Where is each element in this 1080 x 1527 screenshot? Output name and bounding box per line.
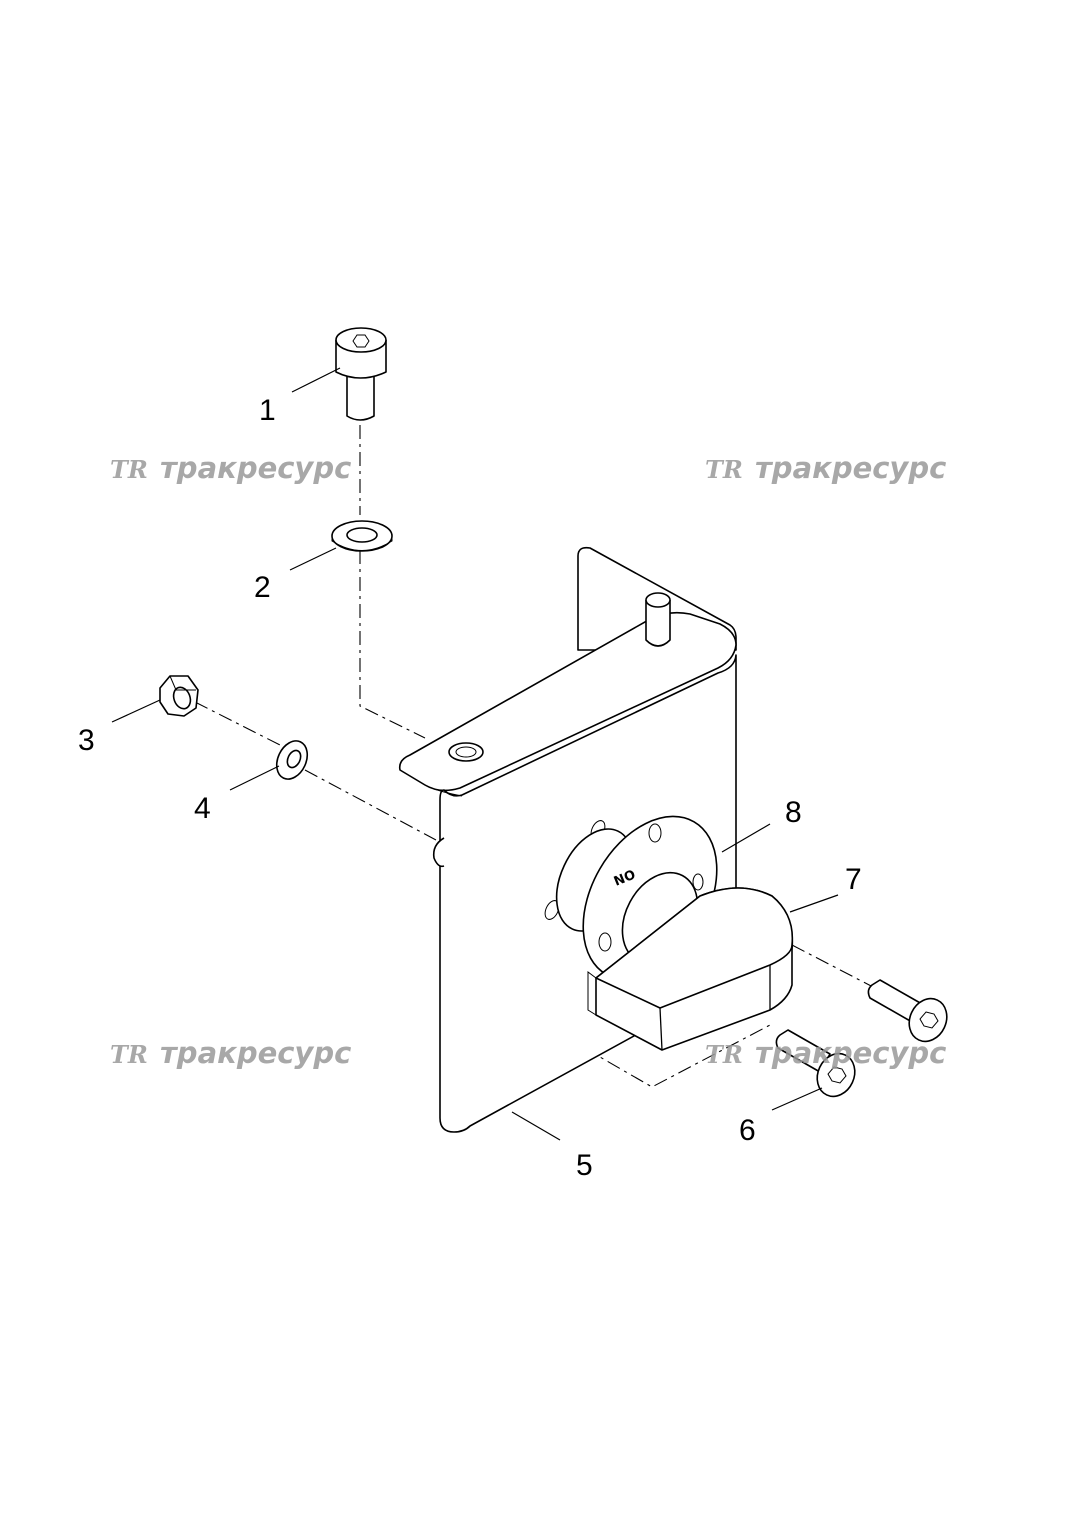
watermark-top-right: TR тракресурс <box>705 451 946 485</box>
callout-labels: 1 2 3 4 5 6 7 8 <box>78 394 862 1182</box>
watermark-text: тракресурс <box>160 451 351 485</box>
callout-4: 4 <box>194 792 211 825</box>
callout-1: 1 <box>259 394 276 427</box>
watermark-logo: TR <box>110 1040 148 1069</box>
washer-top <box>331 520 393 552</box>
hex-nut <box>159 675 199 717</box>
watermark-bottom-left: TR тракресурс <box>110 1036 351 1070</box>
callout-8: 8 <box>785 796 802 829</box>
switch-knob <box>587 871 794 1051</box>
watermark-logo: TR <box>705 1040 743 1069</box>
callout-2: 2 <box>254 571 271 604</box>
callout-6: 6 <box>739 1114 756 1147</box>
callout-5: 5 <box>576 1149 593 1182</box>
callout-3: 3 <box>78 724 95 757</box>
watermark-bottom-right: TR тракресурс <box>705 1036 946 1070</box>
cap-screw-top <box>335 327 387 421</box>
watermark-text: тракресурс <box>160 1036 351 1070</box>
watermark-text: тракресурс <box>755 451 946 485</box>
watermark-logo: TR <box>110 455 148 484</box>
cap-screw-lower-right <box>867 979 948 1043</box>
washer-side <box>275 740 309 780</box>
cap-screw-lower-left <box>775 1029 856 1098</box>
watermark-top-left: TR тракресурс <box>110 451 351 485</box>
leader-lines <box>111 367 839 1141</box>
watermark-text: тракресурс <box>755 1036 946 1070</box>
watermark-logo: TR <box>705 455 743 484</box>
callout-7: 7 <box>845 863 862 896</box>
